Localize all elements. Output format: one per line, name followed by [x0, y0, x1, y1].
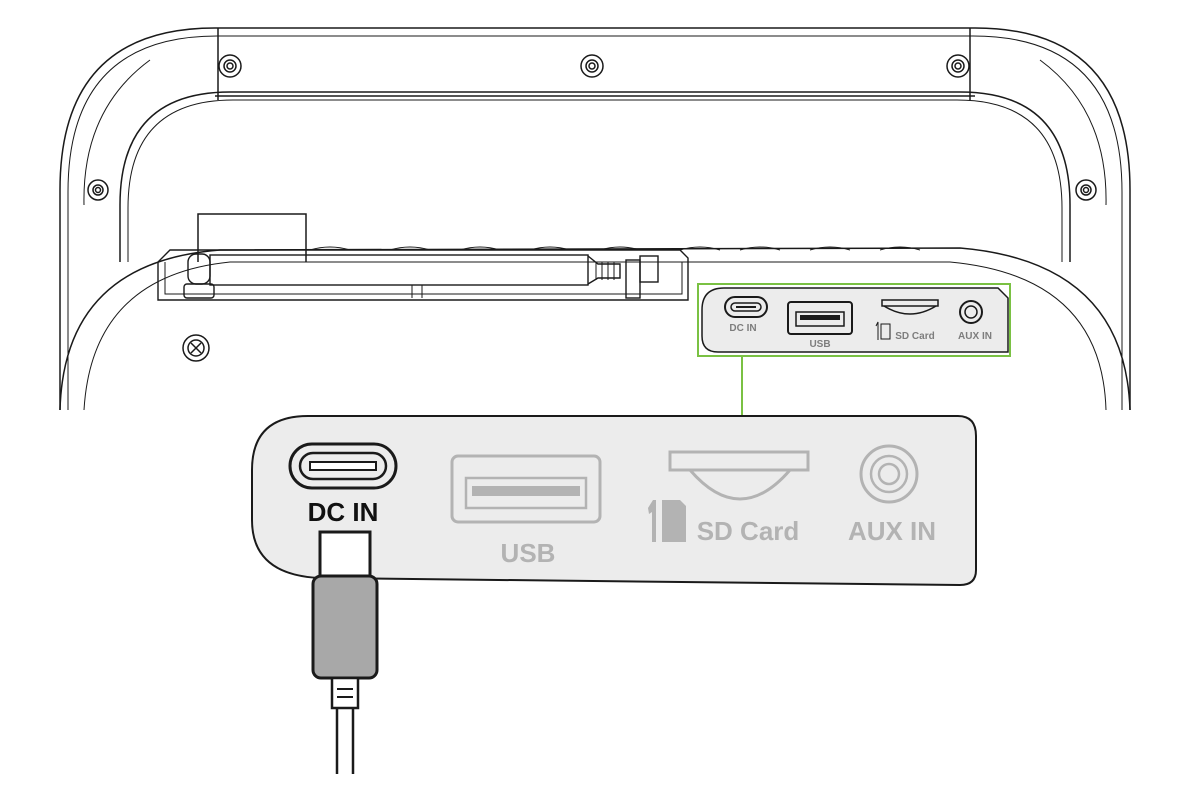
sd-card-icon	[648, 500, 686, 542]
dc-in-label: DC IN	[308, 497, 379, 527]
speaker-body	[59, 213, 1131, 411]
sd-card-icon	[875, 321, 891, 340]
screw-icon	[1075, 179, 1097, 201]
sd-card-slot-icon	[668, 450, 810, 501]
screw-icon	[87, 179, 109, 201]
small-port-panel: DC IN USB SD Card AUX IN	[697, 283, 1011, 357]
small-usb-label: USB	[809, 339, 830, 350]
usb-label: USB	[501, 538, 556, 568]
antenna-icon	[183, 253, 659, 299]
speaker-handle	[59, 27, 1131, 410]
sd-card-slot-icon	[881, 299, 939, 315]
aux-jack-icon	[959, 300, 983, 324]
small-sd-card-label: SD Card	[895, 331, 934, 342]
small-aux-in-label: AUX IN	[958, 331, 992, 342]
antenna-compartment	[157, 249, 689, 301]
screw-icon	[580, 54, 604, 78]
usb-c-plug-icon	[311, 530, 379, 774]
zoomed-port-panel: DC IN USB SD Card AUX IN	[251, 415, 977, 587]
sd-card-label: SD Card	[697, 516, 800, 546]
screw-icon	[182, 334, 210, 362]
small-dc-in-label: DC IN	[729, 323, 756, 334]
usb-c-port-icon	[288, 442, 398, 490]
screw-icon	[946, 54, 970, 78]
handle-screws	[87, 54, 1097, 201]
usb-a-port-icon	[450, 454, 602, 524]
screw-icon	[218, 54, 242, 78]
usb-a-port-icon	[787, 301, 853, 335]
aux-in-label: AUX IN	[848, 516, 936, 546]
aux-jack-icon	[859, 444, 919, 504]
usb-c-port-icon	[724, 296, 768, 318]
